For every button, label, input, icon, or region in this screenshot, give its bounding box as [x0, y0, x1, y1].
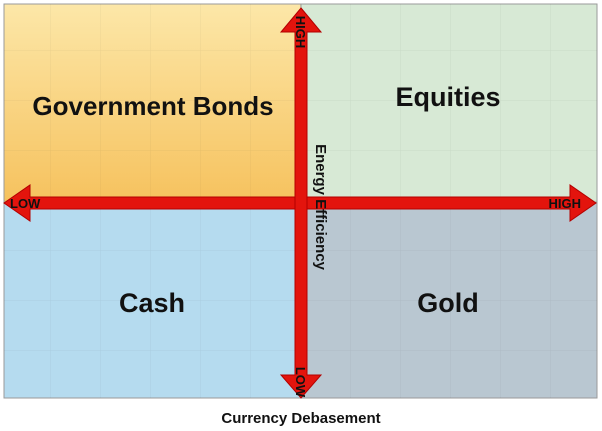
vertical-axis-arrow: [279, 7, 323, 399]
vertical-axis-title: Energy Efficiency: [312, 144, 329, 271]
vertical-axis-high-label: HIGH: [293, 16, 308, 49]
vertical-axis-low-label: LOW: [293, 367, 308, 398]
quadrant-label-government-bonds: Government Bonds: [32, 91, 273, 121]
quadrant-label-cash: Cash: [119, 288, 185, 318]
horizontal-axis-title: Currency Debasement: [221, 410, 380, 427]
horizontal-axis-low-label: LOW: [10, 196, 41, 211]
horizontal-axis-high-label: HIGH: [549, 196, 582, 211]
quadrant-label-equities: Equities: [395, 82, 500, 112]
quadrant-label-gold: Gold: [417, 288, 479, 318]
